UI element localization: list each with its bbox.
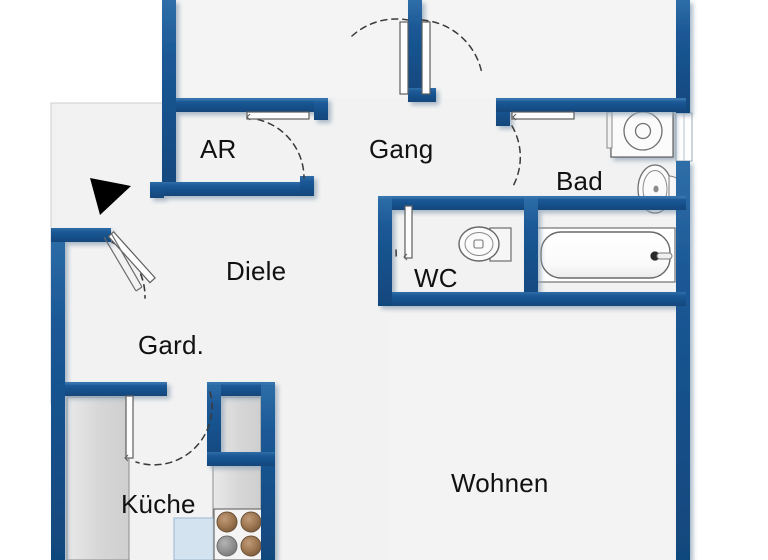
gang-double-door <box>351 18 483 95</box>
wall-gang-door-jamb-left <box>408 0 422 98</box>
wall-bad-north <box>496 98 686 112</box>
toilet-icon <box>458 226 512 262</box>
room-label-wc: WC <box>414 263 458 293</box>
room-label-gard: Gard. <box>138 330 205 360</box>
wall-ar-north <box>176 98 328 112</box>
wall-kueche-north <box>65 382 167 396</box>
wall-diele-gang-divider <box>378 196 392 306</box>
wall-bad-inner-north <box>538 196 686 210</box>
washing-machine-icon <box>606 104 674 158</box>
wall-kueche-wohnen-north <box>207 382 275 396</box>
wall-exterior-east-lower <box>676 161 690 560</box>
wall-gang-east <box>496 98 510 112</box>
wall-ar-south-return <box>300 176 314 196</box>
ar-door <box>246 111 310 179</box>
wall-wc-bad-south <box>378 292 686 306</box>
wall-kueche-niche-south <box>207 452 275 466</box>
wall-kueche-wohnen-east <box>261 382 275 560</box>
wall-ar-north-return <box>314 98 328 120</box>
room-label-kueche: Küche <box>121 489 196 519</box>
wall-northwest-vertical <box>162 0 176 196</box>
entrance-door <box>90 178 156 299</box>
room-label-wohnen: Wohnen <box>451 468 549 498</box>
wall-entry-stub <box>51 228 111 242</box>
walls <box>51 0 690 560</box>
room-label-ar: AR <box>200 134 237 164</box>
entry-arrow-icon <box>90 178 131 215</box>
room-label-gang: Gang <box>369 134 434 164</box>
wall-kueche-wohnen-west <box>207 382 221 466</box>
wall-ar-south <box>176 182 314 196</box>
stove-icon <box>213 508 265 560</box>
room-label-diele: Diele <box>226 256 287 286</box>
wall-wc-north <box>378 196 538 210</box>
wall-wc-east <box>524 196 538 306</box>
counter-icon-left <box>66 396 130 560</box>
bad-door <box>511 111 575 189</box>
bathtub-icon <box>535 227 676 283</box>
wall-exterior-west <box>51 228 65 560</box>
kueche-door <box>124 391 213 466</box>
gard-door-leaf <box>103 232 143 292</box>
wall-highlights <box>65 98 686 385</box>
bad-window <box>675 112 693 162</box>
wall-exterior-east-upper <box>676 0 690 113</box>
wall-diele-jog2 <box>150 182 164 198</box>
room-label-bad: Bad <box>556 166 603 196</box>
wc-door <box>403 205 413 261</box>
